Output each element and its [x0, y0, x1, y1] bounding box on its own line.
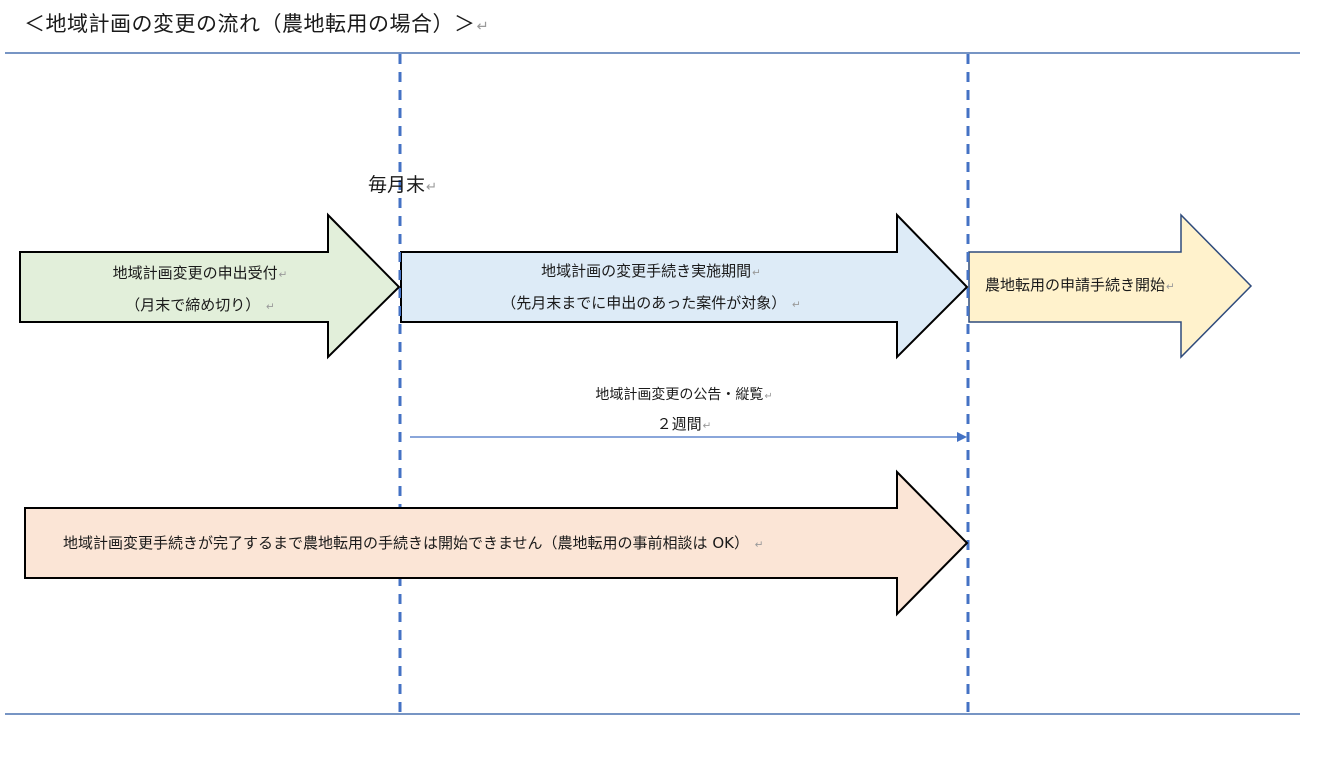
- paragraph-mark-icon: ↵: [278, 269, 288, 281]
- paragraph-mark-icon: ↵: [754, 539, 764, 551]
- paragraph-mark-icon: ↵: [476, 18, 490, 35]
- paragraph-mark-icon: ↵: [764, 391, 773, 402]
- change-procedure-period-text: 地域計画の変更手続き実施期間↵ （先月末までに申出のあった案件が対象） ↵: [501, 262, 801, 312]
- application-intake-text: 地域計画変更の申出受付↵ （月末で締め切り） ↵: [112, 264, 288, 314]
- conversion-application-start-arrow: [968, 213, 1253, 359]
- paragraph-mark-icon: ↵: [702, 420, 712, 432]
- conversion-blocked-text: 地域計画変更手続きが完了するまで農地転用の手続きは開始できません（農地転用の事前…: [63, 534, 764, 552]
- paragraph-mark-icon: ↵: [791, 299, 801, 311]
- paragraph-mark-icon: ↵: [752, 267, 761, 279]
- public-notice-label: 地域計画変更の公告・縦覧↵: [595, 387, 773, 403]
- paragraph-mark-icon: ↵: [1166, 281, 1175, 293]
- diagram-title: ＜地域計画の変更の流れ（農地転用の場合）＞↵: [24, 12, 490, 36]
- public-notice-duration: ２週間↵: [656, 415, 712, 433]
- change-procedure-period-arrow: [400, 212, 969, 360]
- timeline-arrowhead-icon: [957, 432, 967, 442]
- application-intake-arrow: [19, 212, 401, 360]
- conversion-blocked-arrow: [24, 469, 969, 617]
- paragraph-mark-icon: ↵: [265, 301, 275, 313]
- month-end-label: 毎月末↵: [368, 174, 438, 196]
- paragraph-mark-icon: ↵: [426, 180, 438, 195]
- conversion-application-start-text: 農地転用の申請手続き開始↵: [985, 276, 1175, 294]
